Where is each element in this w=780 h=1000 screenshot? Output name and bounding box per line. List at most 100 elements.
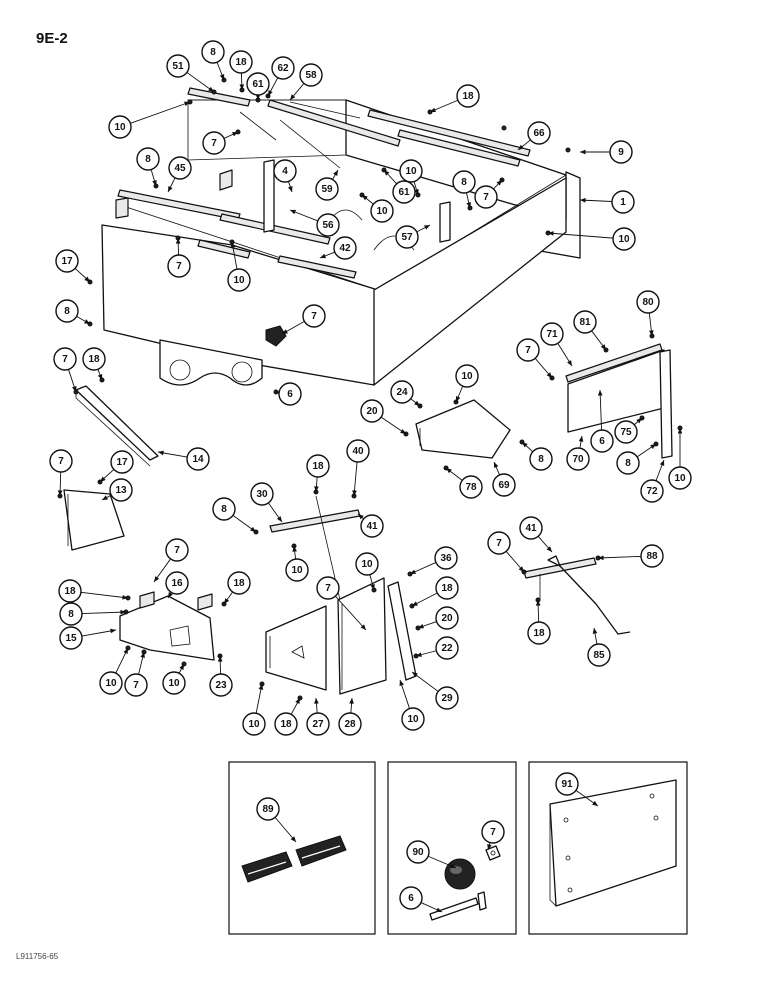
callout-balloon: [165, 571, 189, 595]
callout-balloon: [165, 538, 189, 562]
callout-number: 7: [58, 456, 64, 467]
callout-number: 75: [620, 427, 632, 438]
callout-number: 20: [441, 613, 453, 624]
bar-30: [253, 489, 361, 601]
callout-balloon: [668, 466, 692, 490]
callout-7: 7: [49, 449, 73, 497]
leader-arrowhead: [650, 444, 656, 450]
callout-balloon: [201, 40, 225, 64]
hopper-body: [87, 77, 581, 395]
callout-10: 10: [242, 683, 266, 736]
callout-balloon: [474, 185, 498, 209]
leader-arrowhead: [268, 90, 273, 96]
callout-number: 62: [277, 63, 289, 74]
leader-arrowhead: [250, 526, 256, 532]
callout-balloon: [124, 673, 148, 697]
callout-balloon: [168, 156, 192, 180]
callout-balloon: [108, 115, 132, 139]
callout-number: 61: [252, 79, 264, 90]
callout-42: 42: [319, 236, 357, 260]
leader-arrowhead: [224, 598, 230, 604]
callout-number: 18: [533, 628, 545, 639]
leader-arrowhead: [649, 330, 654, 336]
callout-balloon: [611, 190, 635, 214]
callout-10: 10: [99, 647, 129, 695]
callout-10: 10: [361, 194, 394, 223]
leader-arrowhead: [140, 652, 145, 658]
panel-15: [119, 591, 227, 667]
callout-number: 6: [408, 893, 414, 904]
callout-number: 71: [546, 329, 558, 340]
callout-number: 10: [405, 166, 417, 177]
callout-41: 41: [357, 513, 384, 538]
panel-69: [403, 399, 525, 471]
callout-61: 61: [383, 169, 416, 204]
leader-arrowhead: [399, 680, 404, 686]
leader-arrowhead: [232, 132, 238, 137]
callout-number: 41: [525, 523, 537, 534]
callout-number: 90: [412, 847, 424, 858]
callout-balloon: [271, 56, 295, 80]
callout-59: 59: [315, 169, 339, 201]
callout-18: 18: [411, 576, 459, 607]
callout-balloon: [242, 712, 266, 736]
document-code: L911756-65: [16, 952, 59, 961]
callout-18: 18: [82, 347, 106, 381]
callout-89: 89: [256, 797, 297, 843]
leader-arrowhead: [487, 844, 492, 850]
leader-arrowhead: [548, 231, 554, 236]
callout-balloon: [278, 382, 302, 406]
callout-85: 85: [587, 627, 611, 667]
callout-number: 4: [282, 166, 288, 177]
callout-number: 8: [461, 177, 467, 188]
callout-balloon: [58, 579, 82, 603]
callout-18: 18: [527, 599, 551, 645]
callout-number: 69: [498, 480, 510, 491]
callout-90: 90: [406, 840, 457, 869]
leader-arrowhead: [522, 442, 528, 448]
callout-number: 8: [64, 306, 70, 317]
callout-number: 58: [305, 70, 317, 81]
leader-arrowhead: [546, 546, 552, 552]
leader-arrowhead: [358, 514, 364, 520]
callout-balloon: [136, 147, 160, 171]
leader-arrowhead: [466, 202, 472, 208]
callout-36: 36: [409, 546, 458, 575]
callout-number: 10: [618, 234, 630, 245]
callout-72: 72: [640, 459, 665, 503]
callout-18: 18: [429, 84, 480, 113]
callout-number: 70: [572, 454, 584, 465]
leader-arrowhead: [208, 86, 214, 92]
callout-number: 22: [441, 643, 453, 654]
callout-6: 6: [399, 886, 443, 913]
callout-number: 7: [525, 345, 531, 356]
leader-arrowhead: [567, 360, 572, 366]
callout-30: 30: [250, 482, 283, 523]
callout-balloon: [636, 290, 660, 314]
callout-number: 7: [311, 311, 317, 322]
leader-arrowhead: [292, 546, 298, 552]
callout-balloon: [614, 420, 638, 444]
leader-arrowhead: [217, 656, 223, 662]
callout-7: 7: [281, 304, 326, 335]
leader-arrowhead: [110, 628, 116, 634]
callout-61: 61: [246, 72, 270, 100]
leader-arrowhead: [175, 238, 181, 244]
callout-number: 56: [322, 220, 334, 231]
leader-line: [80, 591, 129, 599]
leader-arrowhead: [282, 329, 288, 334]
callout-number: 7: [211, 138, 217, 149]
callout-balloon: [49, 449, 73, 473]
callout-17: 17: [55, 249, 91, 283]
callout-8: 8: [59, 602, 127, 626]
callout-number: 51: [172, 61, 184, 72]
callout-balloon: [399, 159, 423, 183]
callout-8: 8: [212, 497, 257, 533]
callout-7: 7: [202, 131, 239, 155]
callout-balloon: [360, 399, 384, 423]
callout-balloon: [392, 180, 416, 204]
leader-arrowhead: [290, 209, 296, 215]
callout-23: 23: [209, 655, 233, 697]
callout-number: 81: [579, 317, 591, 328]
callout-number: 10: [407, 714, 419, 725]
